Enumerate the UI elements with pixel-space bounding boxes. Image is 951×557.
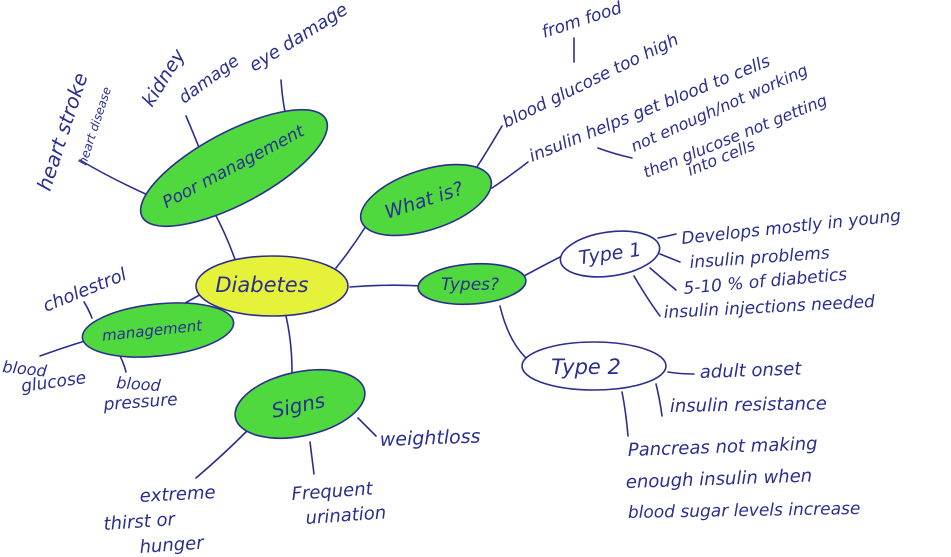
node-signs: Signs <box>234 369 366 439</box>
label-t2-enough: enough insulin when <box>625 466 812 493</box>
line-t1-a <box>657 233 677 239</box>
node-types-shape <box>417 262 527 306</box>
label-eye-damage: eye damage <box>246 0 352 76</box>
node-type2: Type 2 <box>521 341 667 391</box>
node-types-label: Types? <box>441 275 499 295</box>
line-center-signs <box>284 311 293 373</box>
label-t2-adult: adult onset <box>699 358 802 383</box>
line-types-type2 <box>499 305 527 359</box>
label-blood-1: blood <box>2 357 49 381</box>
node-poor-management: Poor management <box>139 108 329 228</box>
node-what-is-shape <box>359 163 493 237</box>
node-type1-shape <box>559 230 661 278</box>
line-signs-freq <box>309 441 315 475</box>
line-t2-b <box>655 383 663 417</box>
line-signs-thirst <box>195 429 249 479</box>
node-type1: Type 1 <box>559 230 661 278</box>
line-t1-b <box>659 253 681 263</box>
label-frequent: Frequent <box>291 478 374 505</box>
node-types: Types? <box>417 262 527 306</box>
line-types-type1 <box>523 253 567 277</box>
line-whatis-top <box>474 125 503 171</box>
line-mgmt-glucose <box>39 339 89 357</box>
node-management-shape <box>81 302 235 358</box>
line-signs-weight <box>357 417 377 437</box>
line-t1-d <box>633 275 661 317</box>
label-t2-resistance: insulin resistance <box>670 393 827 417</box>
line-notenough <box>597 147 633 159</box>
label-cholestrol: cholestrol <box>40 264 130 317</box>
label-hunger: hunger <box>139 532 206 557</box>
node-poor-management-shape <box>139 108 329 228</box>
node-diabetes: Diabetes <box>195 255 349 317</box>
label-blood-2: blood <box>116 373 162 395</box>
node-management: management <box>81 302 235 358</box>
line-poor-kidney <box>185 115 201 151</box>
node-what-is: What is? <box>359 163 493 237</box>
line-whatis-mid <box>491 161 529 189</box>
label-t2-pancreas: Pancreas not making <box>627 433 817 461</box>
line-t2-c <box>621 391 629 437</box>
line-poor-eye <box>280 79 286 113</box>
node-diabetes-shape <box>195 255 349 317</box>
node-signs-shape <box>234 369 366 439</box>
label-t1-young: Develops mostly in young <box>680 206 902 249</box>
line-mgmt-pressure <box>119 355 127 373</box>
label-from-food: from food <box>539 0 624 43</box>
label-urination: urination <box>305 502 387 529</box>
label-weightloss: weightloss <box>379 425 481 451</box>
line-center-types <box>349 284 423 288</box>
line-mgmt-cholestrol <box>83 301 93 319</box>
label-t2-blood-sugar: blood sugar levels increase <box>628 499 861 523</box>
line-t1-c <box>649 267 677 291</box>
label-thirst: thirst or <box>103 509 177 535</box>
label-pressure: pressure <box>102 390 178 415</box>
node-diabetes-label: Diabetes <box>215 273 308 297</box>
connectors <box>39 37 695 479</box>
line-poor-heart <box>79 159 151 197</box>
label-extreme: extreme <box>139 482 216 507</box>
label-heart-stroke: heart stroke <box>32 70 93 194</box>
node-type2-shape <box>521 341 667 391</box>
line-t2-a <box>667 371 695 375</box>
node-type2-label: Type 2 <box>551 355 621 379</box>
line-center-whatis <box>335 225 367 269</box>
